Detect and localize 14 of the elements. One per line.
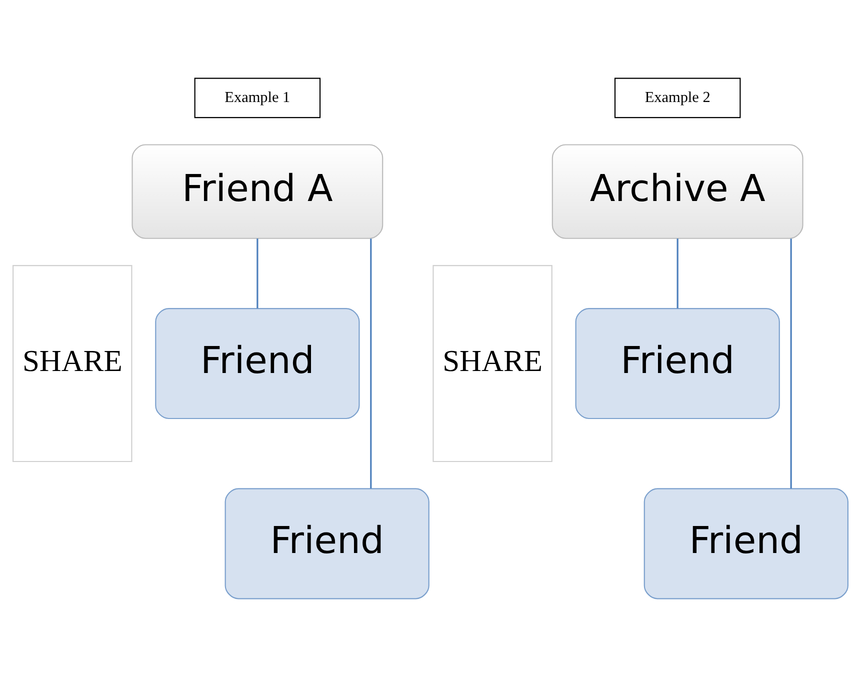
node-box: SHARE bbox=[12, 265, 132, 462]
connector bbox=[676, 238, 678, 308]
connector bbox=[370, 238, 372, 488]
node-box: Friend bbox=[644, 488, 848, 600]
node-box: Example 1 bbox=[194, 78, 321, 118]
node-box: Friend A bbox=[132, 144, 384, 239]
connector bbox=[256, 238, 258, 308]
node-box: Archive A bbox=[552, 144, 804, 239]
node-box: SHARE bbox=[432, 265, 552, 462]
node-box: Friend bbox=[224, 488, 430, 600]
node-box: Example 2 bbox=[614, 78, 741, 118]
connector bbox=[790, 238, 792, 488]
node-box: Friend bbox=[575, 308, 780, 420]
node-box: Friend bbox=[155, 308, 360, 420]
